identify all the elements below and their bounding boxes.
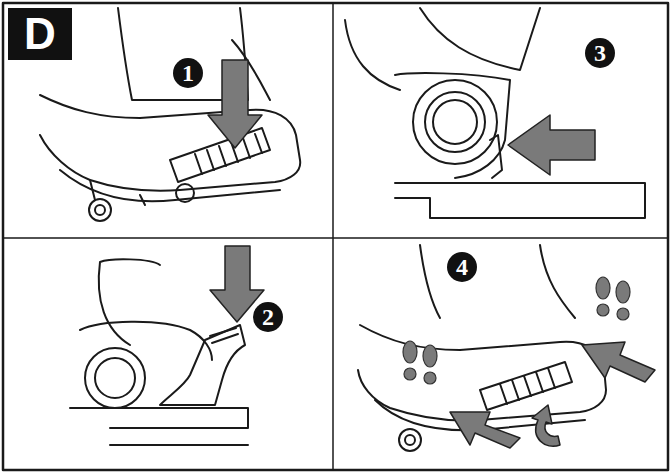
wheel-on-step — [345, 8, 645, 218]
bent-nozzle — [210, 328, 238, 343]
push-arrow — [208, 60, 262, 148]
caster-wheel — [89, 199, 111, 221]
footprints — [403, 277, 630, 384]
bent-nozzle — [160, 325, 245, 405]
caster-wheel — [405, 435, 415, 445]
footprint — [423, 345, 437, 367]
tank-outline — [345, 8, 540, 90]
base-outline — [40, 95, 300, 191]
footprint — [617, 308, 629, 320]
vacuum-base — [40, 8, 300, 221]
callout-number: 3 — [585, 38, 615, 68]
divider — [3, 237, 668, 239]
footprint — [597, 304, 609, 316]
base-outline — [90, 180, 145, 205]
nozzle-tip — [490, 135, 502, 178]
tank-outline — [99, 259, 160, 345]
callout-number: 2 — [253, 302, 283, 332]
footprint — [616, 281, 630, 303]
frame — [3, 3, 668, 470]
foot-pedal — [480, 362, 572, 410]
footprint — [404, 368, 416, 380]
divider — [332, 3, 334, 470]
main-wheel — [413, 80, 497, 164]
main-wheel — [433, 100, 477, 144]
footprint — [596, 277, 610, 299]
base-outline — [60, 170, 280, 201]
step — [395, 183, 645, 218]
push-arrow — [508, 115, 595, 175]
tank-outline — [420, 245, 575, 318]
pedal-ribs — [500, 368, 555, 404]
nozzle-on-step — [70, 246, 264, 445]
main-wheel — [85, 348, 145, 408]
vacuum-base — [358, 245, 655, 451]
main-wheel — [425, 92, 485, 152]
panel-letter: D — [8, 8, 72, 60]
footprint — [424, 372, 436, 384]
base-outline — [358, 325, 606, 421]
footprint — [403, 341, 417, 363]
rotate-arrow — [532, 405, 560, 446]
step — [70, 408, 248, 445]
base-outline — [395, 73, 510, 178]
caster-wheel — [95, 205, 105, 215]
caster-wheel — [176, 184, 194, 202]
callout-number: 4 — [447, 252, 477, 282]
caster-wheel — [399, 429, 421, 451]
base-outline — [80, 322, 212, 360]
push-arrow — [450, 412, 520, 448]
push-arrow — [582, 342, 655, 382]
foot-pedal — [170, 128, 270, 182]
main-wheel — [95, 358, 135, 398]
callout-number: 1 — [173, 58, 203, 88]
